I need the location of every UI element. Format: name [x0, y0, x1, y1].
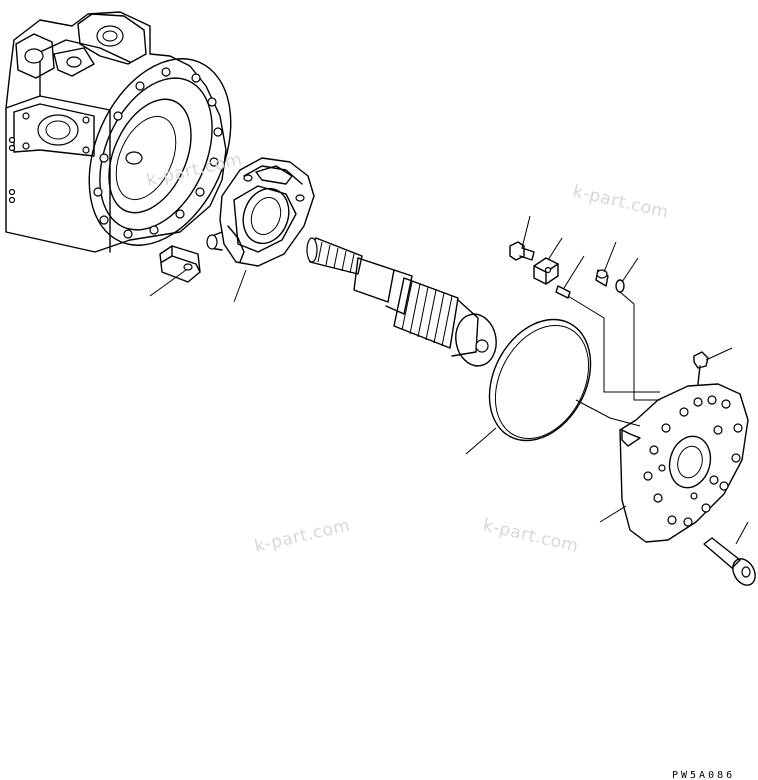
drawing-code: PW5A086 [672, 770, 735, 780]
leader-swash-plate [233, 269, 247, 303]
leader-valve-plate [599, 505, 627, 523]
cap-screw [703, 537, 756, 586]
screw-top [693, 351, 709, 385]
block-insert [533, 257, 559, 285]
leader-bushing [603, 241, 617, 273]
pump-housing [5, 11, 232, 253]
flange-bolt-holes [93, 67, 223, 239]
drive-shaft [306, 237, 497, 367]
leader-key [149, 269, 187, 297]
bushing [595, 269, 609, 287]
leader-bolt-small [521, 215, 531, 249]
bolt-small [509, 241, 535, 261]
leader-gasket [465, 427, 497, 455]
watermark-3: k-part.com [253, 515, 353, 556]
o-ring [615, 279, 625, 293]
watermark-4: k-part.com [481, 515, 581, 556]
pin [555, 285, 571, 299]
leader-pin [563, 255, 585, 289]
watermark-2: k-part.com [571, 181, 671, 222]
leader-o-ring [621, 257, 639, 283]
swash-plate [206, 157, 315, 267]
valve-plate-holes [643, 395, 743, 527]
leader-block-insert [547, 237, 563, 261]
valve-plate [619, 383, 749, 543]
leader-cap-screw [735, 521, 749, 545]
assembly-guide-lines [567, 291, 660, 427]
key-block [159, 245, 201, 283]
gasket [488, 318, 592, 442]
leader-screw-top [705, 347, 733, 361]
